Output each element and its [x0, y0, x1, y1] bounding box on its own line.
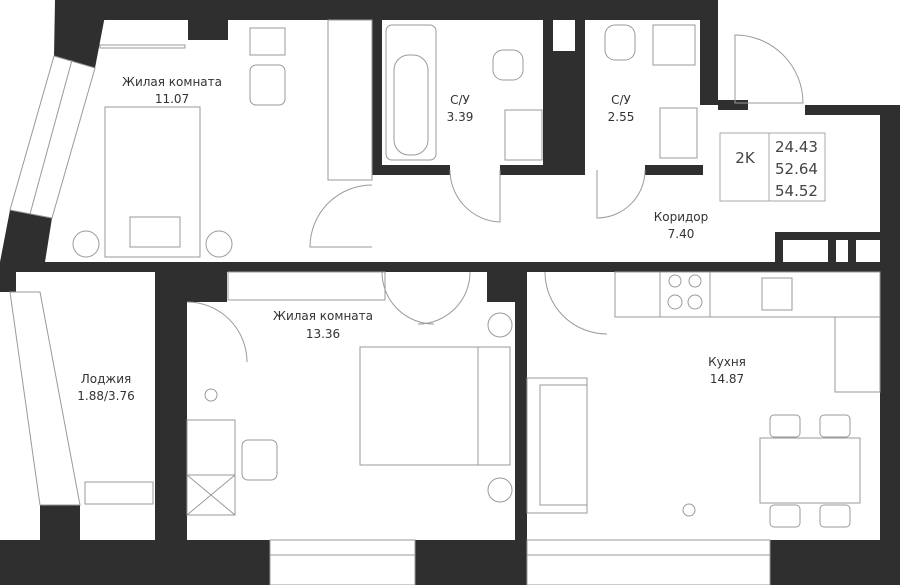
svg-text:С/У: С/У [450, 93, 470, 107]
room-label-loggia: Лоджия 1.88/3.76 [77, 372, 134, 403]
area-with-loggia: 54.52 [775, 182, 818, 200]
svg-text:13.36: 13.36 [306, 327, 340, 341]
svg-text:Жилая комната: Жилая комната [273, 309, 373, 323]
furniture [72, 19, 881, 528]
apartment-info-box: 2K 24.43 52.64 54.52 [719, 132, 826, 202]
doors [186, 34, 804, 363]
svg-text:Кухня: Кухня [708, 355, 746, 369]
svg-text:Лоджия: Лоджия [81, 372, 132, 386]
room-label-bedroom-1: Жилая комната 11.07 [122, 75, 222, 106]
svg-text:14.87: 14.87 [710, 372, 744, 386]
room-label-bathroom-2: С/У 2.55 [608, 93, 635, 124]
svg-text:3.39: 3.39 [447, 110, 474, 124]
svg-text:11.07: 11.07 [155, 92, 189, 106]
living-area: 24.43 [775, 138, 818, 156]
svg-text:С/У: С/У [611, 93, 631, 107]
svg-text:7.40: 7.40 [668, 227, 695, 241]
svg-text:1.88/3.76: 1.88/3.76 [77, 389, 134, 403]
svg-text:Коридор: Коридор [654, 210, 709, 224]
svg-text:2.55: 2.55 [608, 110, 635, 124]
room-label-bedroom-2: Жилая комната 13.36 [273, 309, 373, 341]
room-label-kitchen: Кухня 14.87 [708, 355, 746, 386]
windows [9, 55, 771, 585]
room-label-corridor: Коридор 7.40 [654, 210, 709, 241]
apartment-type: 2K [735, 149, 756, 167]
room-label-bathroom-1: С/У 3.39 [447, 93, 474, 124]
total-area: 52.64 [775, 160, 818, 178]
svg-text:Жилая комната: Жилая комната [122, 75, 222, 89]
